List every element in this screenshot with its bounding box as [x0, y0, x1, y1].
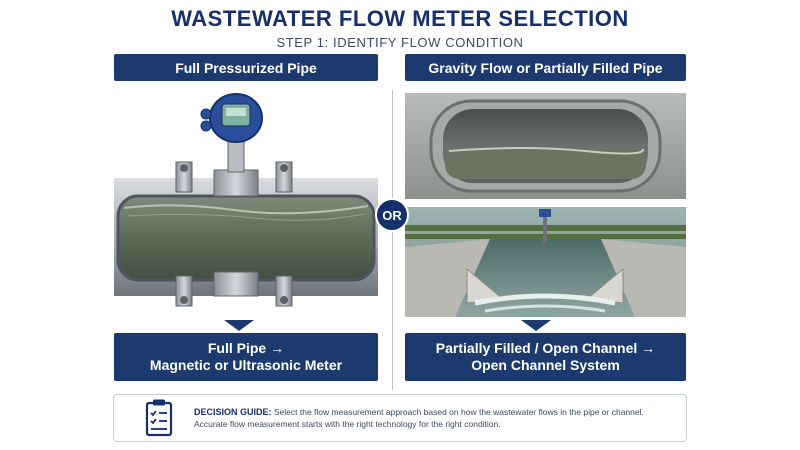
gravity-flow-header: Gravity Flow or Partially Filled Pipe: [405, 54, 686, 81]
full-pipe-result-line1: Full Pipe →: [207, 340, 285, 356]
gravity-pipe-image: [405, 93, 686, 199]
page-title: WASTEWATER FLOW METER SELECTION: [171, 6, 629, 31]
open-channel-image: [405, 207, 686, 317]
full-pipe-result: Full Pipe → Magnetic or Ultrasonic Meter: [114, 333, 378, 381]
decision-guide: DECISION GUIDE: Select the flow measurem…: [113, 394, 687, 442]
decision-guide-text2: Accurate flow measurement starts with th…: [194, 419, 501, 429]
decision-guide-label: DECISION GUIDE:: [194, 407, 272, 417]
or-badge: OR: [375, 198, 409, 232]
down-arrow-left-icon: [224, 320, 254, 331]
decision-guide-text: DECISION GUIDE: Select the flow measurem…: [194, 406, 644, 430]
open-channel-result: Partially Filled / Open Channel → Open C…: [405, 333, 686, 381]
full-pipe-header: Full Pressurized Pipe: [114, 54, 378, 81]
open-channel-result-line1: Partially Filled / Open Channel →: [435, 340, 656, 356]
page-subtitle: STEP 1: IDENTIFY FLOW CONDITION: [276, 35, 524, 50]
full-pipe-result-line2: Magnetic or Ultrasonic Meter: [149, 357, 343, 373]
open-channel-result-line2: Open Channel System: [471, 357, 620, 373]
full-pipe-meter-image: [114, 86, 378, 316]
clipboard-checklist-icon: [145, 399, 173, 437]
decision-guide-text1: Select the flow measurement approach bas…: [273, 407, 644, 417]
down-arrow-right-icon: [521, 320, 551, 331]
column-divider: [392, 90, 393, 390]
